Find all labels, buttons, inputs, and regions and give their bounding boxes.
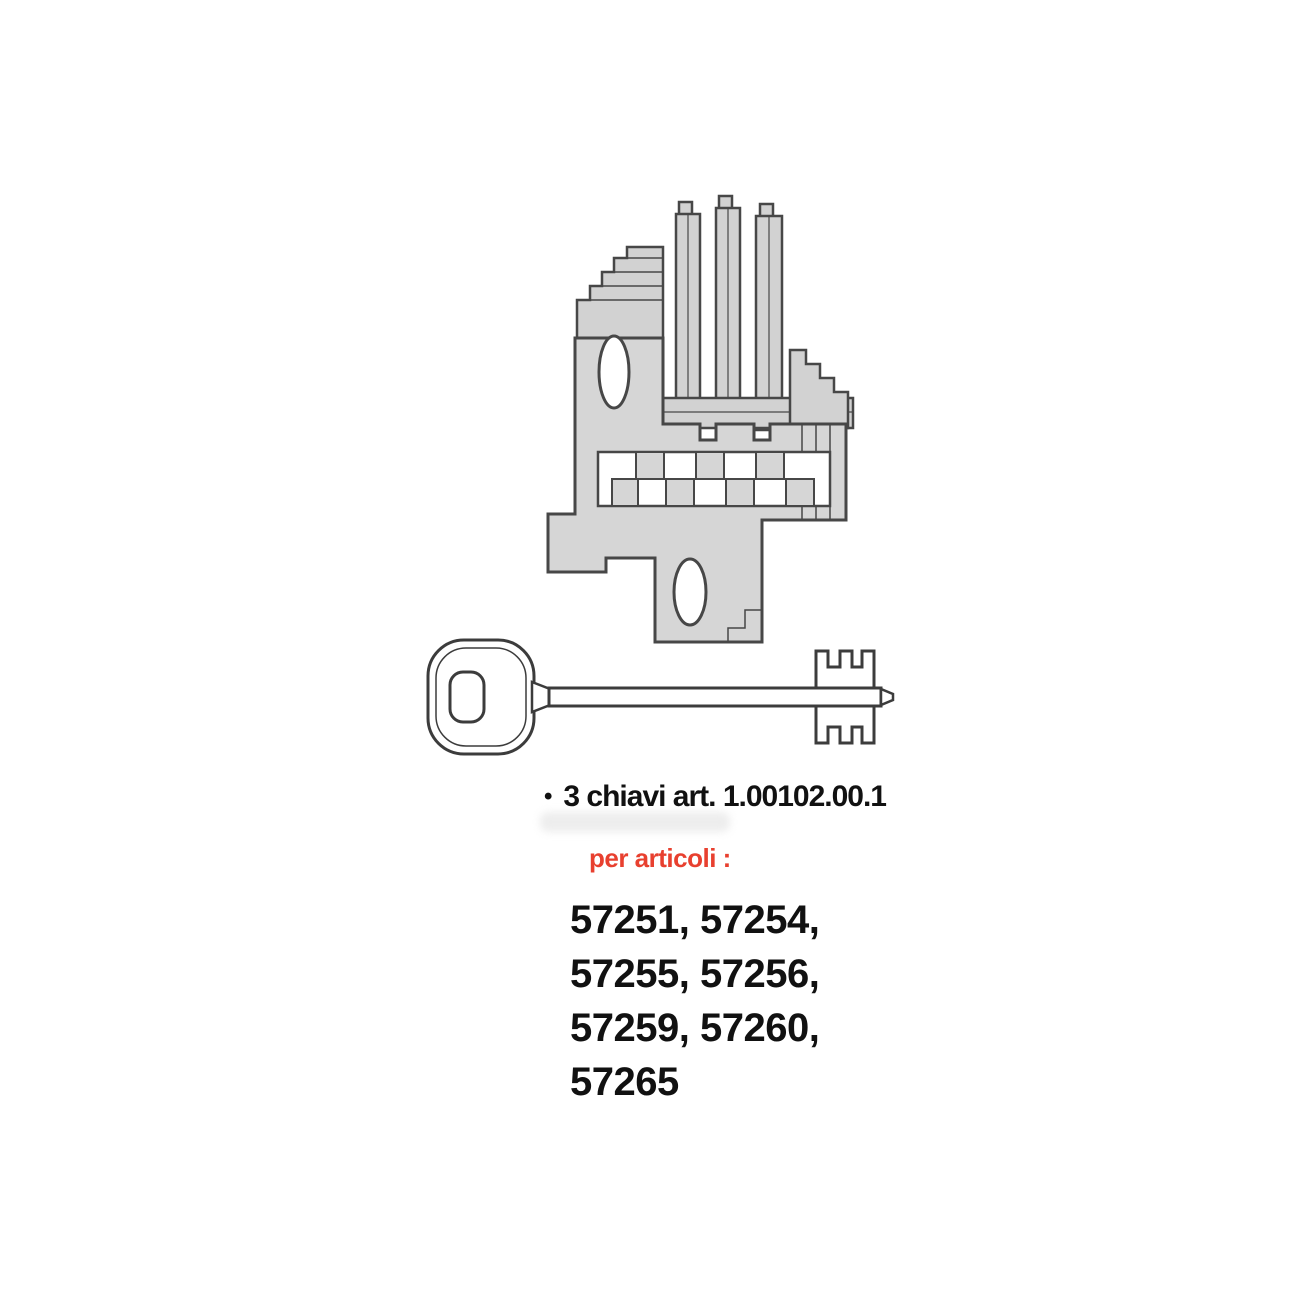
key-tip <box>879 687 895 707</box>
scan-ghost-artifact <box>540 812 730 832</box>
lever-prongs <box>674 194 784 432</box>
key-bit-top <box>814 649 876 690</box>
key-bow-inner-line <box>435 647 527 747</box>
lever-pack-drawing <box>546 194 855 644</box>
article-line: 57255, 57256, <box>570 952 820 996</box>
article-numbers-list: 57251, 57254, 57255, 57256, 57259, 57260… <box>570 893 820 1109</box>
key-bit-bottom <box>814 704 876 745</box>
article-line: 57265 <box>570 1060 679 1104</box>
lever-stack-ridge-lines <box>580 257 663 301</box>
lever-stack-top-edges <box>575 245 665 340</box>
key-shaft <box>547 686 883 708</box>
article-line: 57259, 57260, <box>570 1006 820 1050</box>
for-articles-label: per articoli : <box>589 843 731 873</box>
key-neck <box>530 680 552 714</box>
key-bow-hole <box>448 670 486 724</box>
key-drawing <box>426 638 895 756</box>
article-line: 57251, 57254, <box>570 898 820 942</box>
lever-right-steps <box>788 348 850 430</box>
oval-slot-upper <box>597 334 631 410</box>
oval-slot-lower <box>672 557 708 627</box>
bullet-icon: • <box>544 783 553 810</box>
keys-caption-text: 3 chiavi art. 1.00102.00.1 <box>563 780 887 813</box>
castellated-slot <box>596 450 832 508</box>
keys-caption-line: • 3 chiavi art. 1.00102.00.1 <box>544 780 887 814</box>
